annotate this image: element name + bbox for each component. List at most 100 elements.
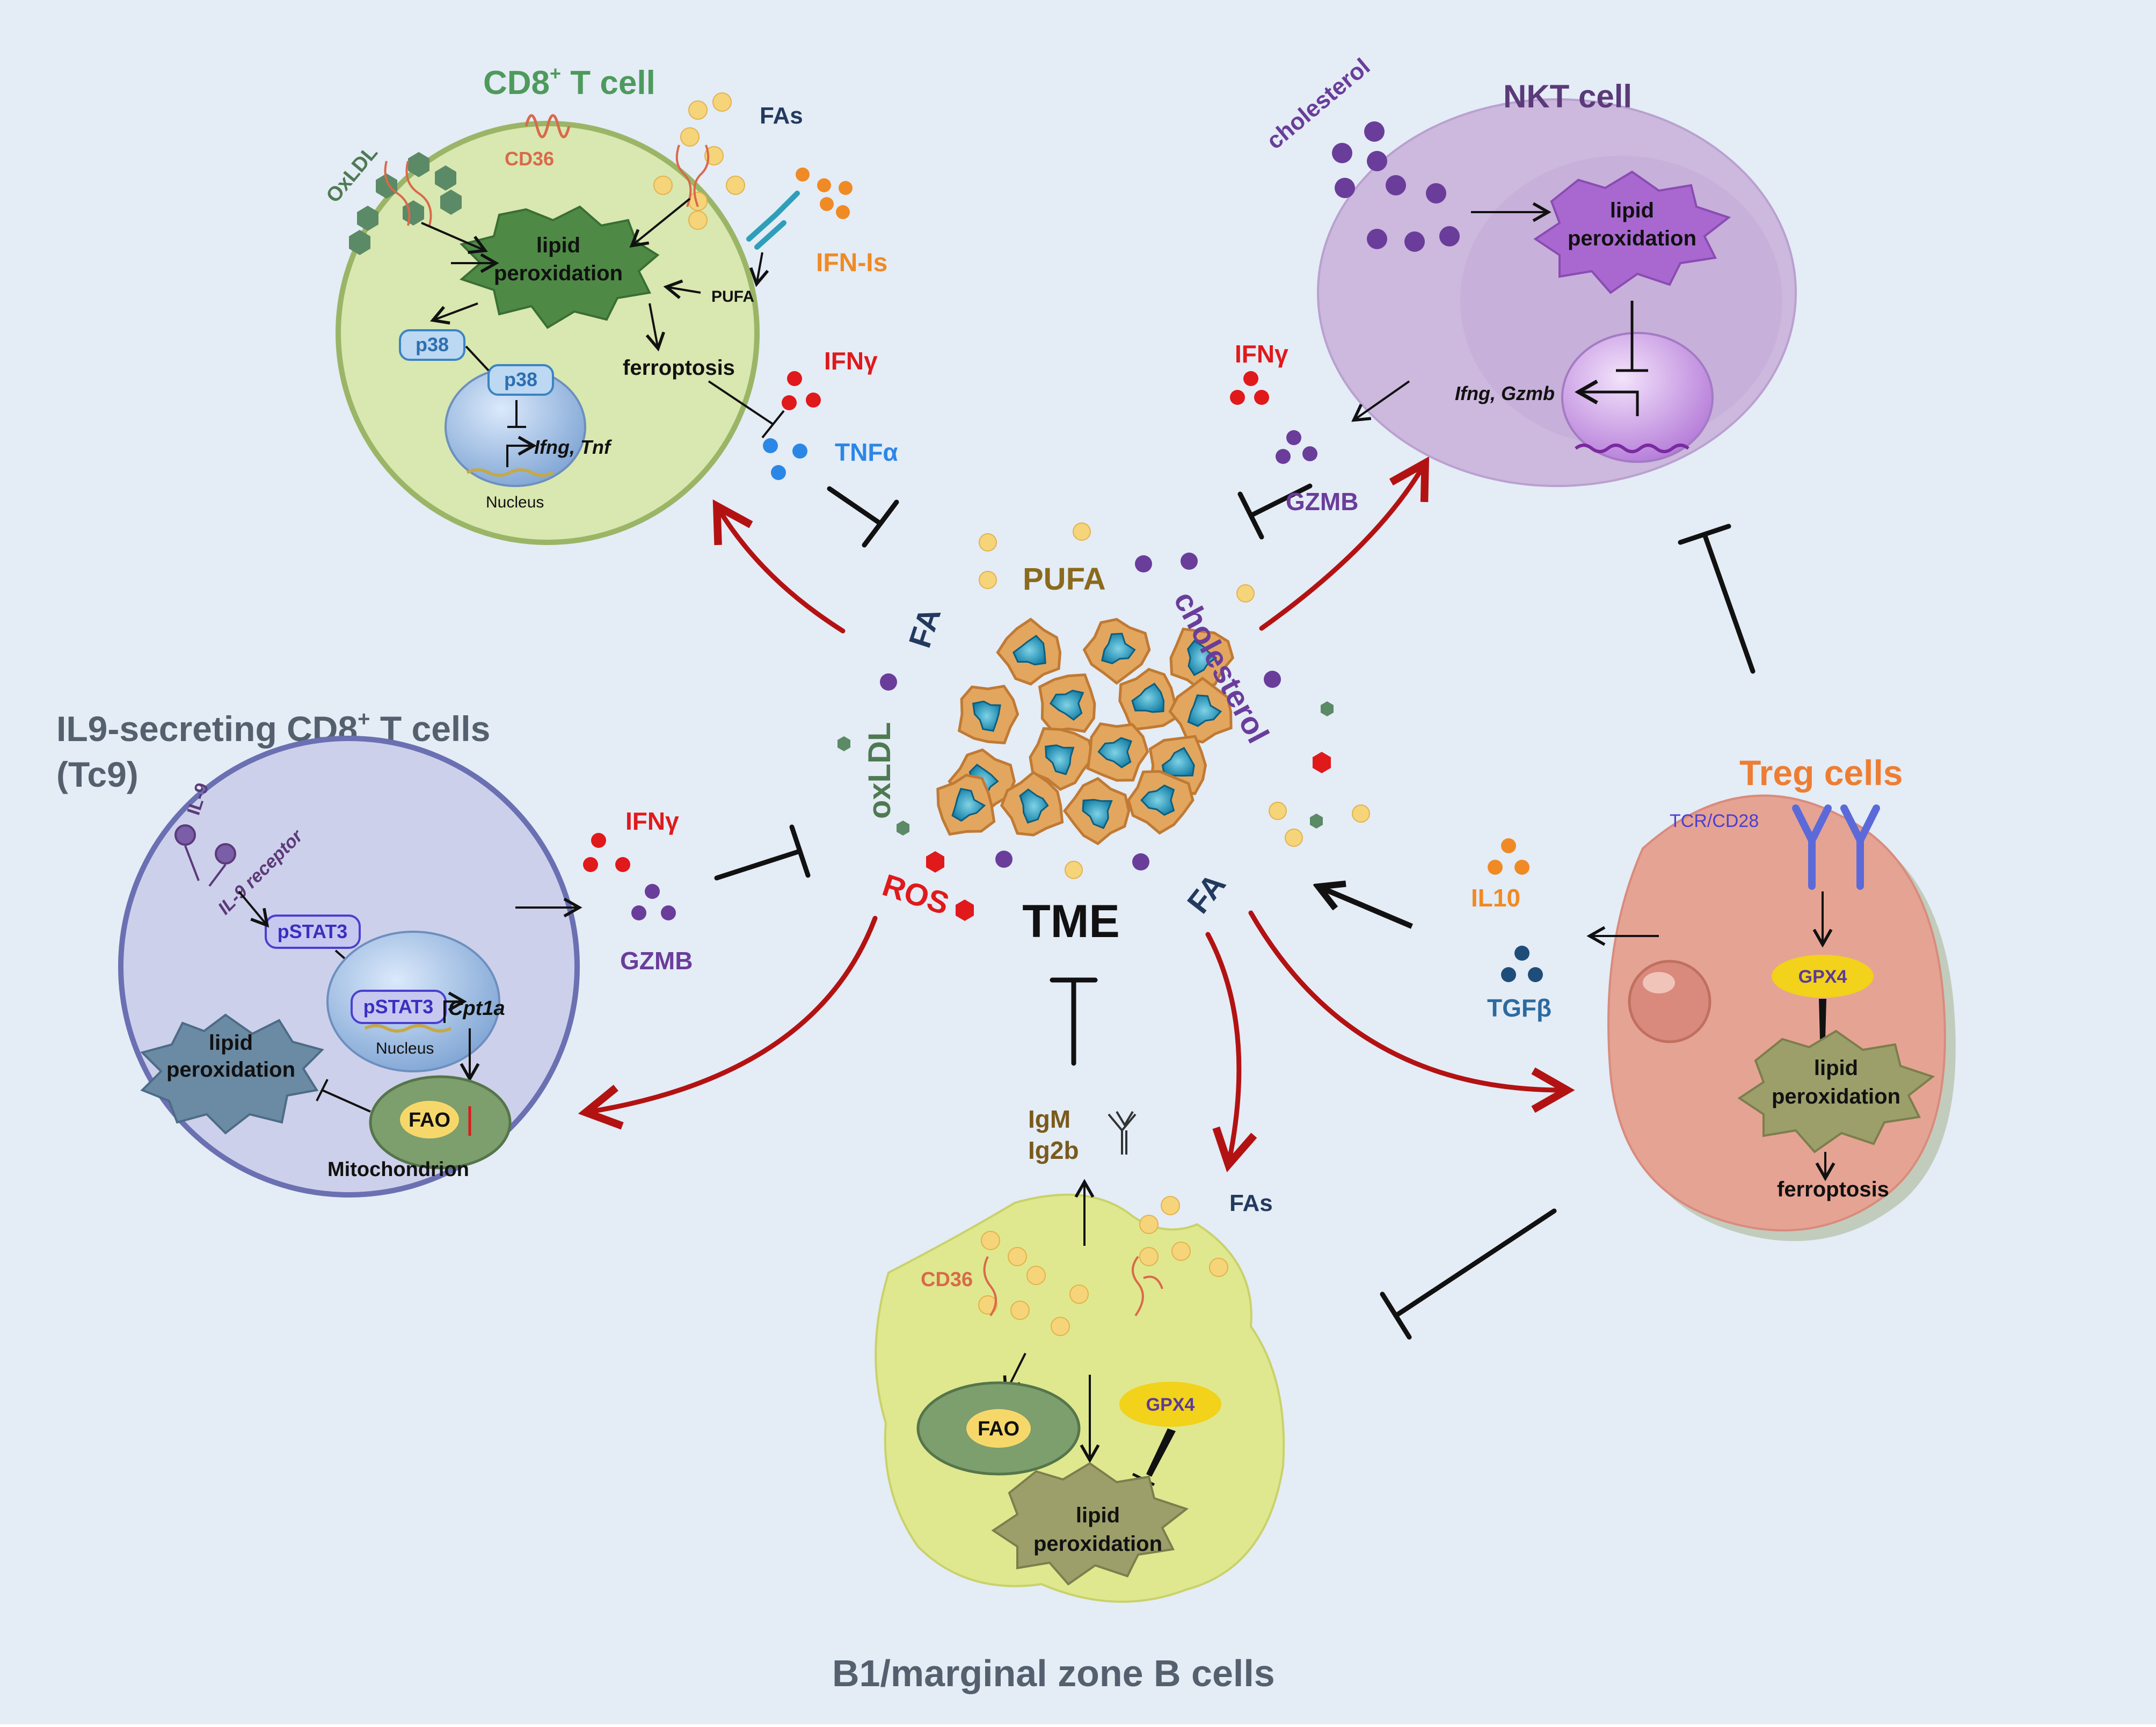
cd8-tnfa-label: TNFα [835, 438, 898, 466]
nkt-gzmb-dots [1276, 430, 1317, 464]
nkt-ifng-label: IFNγ [1235, 340, 1288, 368]
bcell-cd36-label: CD36 [921, 1268, 973, 1291]
cd8-pufa-label: PUFA [711, 288, 754, 306]
treg-tgfb-dots [1501, 946, 1543, 982]
arrow-tme-to-bcell [1205, 932, 1257, 1173]
b-cell: B1/marginal zone B cells IgM Ig2b FAs CD… [832, 1105, 1285, 1694]
il9-receptor-icon [174, 824, 236, 887]
nkt-title: NKT cell [1503, 78, 1632, 114]
inhibit-treg-to-nkt [1678, 524, 1756, 674]
treg-gpx4-oval [1772, 955, 1874, 998]
antibody-icon [1108, 1111, 1137, 1155]
cd8-ifng-label: IFNγ [824, 347, 878, 375]
treg-il10-label: IL10 [1471, 884, 1520, 912]
treg-tgfb-label: TGFβ [1487, 994, 1552, 1022]
tumor-cell-nucleus [1186, 640, 1218, 677]
p38-box-cyto [399, 329, 465, 361]
p38-label-cyto: p38 [416, 333, 449, 355]
cd8-lipid-label-2: peroxidation [494, 262, 623, 285]
fa-dots [653, 92, 745, 230]
tumor-cell-nucleus [972, 700, 1001, 732]
bcell-fao-label: FAO [978, 1418, 1019, 1440]
nkt-inhibit-line [1574, 301, 1648, 416]
treg-inhibit-wedge [1819, 999, 1826, 1039]
nkt-cholesterol-dots [1332, 121, 1460, 252]
bcell-ig2b-label: Ig2b [1028, 1136, 1079, 1164]
p38-arrows [465, 345, 537, 467]
pstat3-box-cyto [265, 915, 361, 949]
pstat3-label-nuc: pSTAT3 [363, 996, 434, 1018]
treg-il10-dots [1488, 838, 1529, 875]
bcell-inhibit-wedge [1146, 1428, 1176, 1477]
cd8-nucleus-label: Nucleus [486, 494, 544, 511]
inhibit-nkt-to-tme [1237, 483, 1313, 540]
tme-label: TME [1022, 896, 1120, 947]
cd8-lipid-label-1: lipid [536, 234, 580, 257]
bcell-fao-oval [966, 1409, 1031, 1448]
tumor-cell-nucleus [1049, 690, 1084, 721]
nkt-cell: NKT cell cholesterol lipid peroxidation … [1230, 53, 1797, 516]
tc9-title-line2: (Tc9) [56, 754, 139, 794]
tc9-mito-label: Mitochondrion [327, 1158, 469, 1181]
treg-title: Treg cells [1739, 753, 1903, 793]
tme-cluster: TME PUFA FA cholesterol oxLDL ROS FA [837, 523, 1370, 947]
tc9-ifng-dots [583, 833, 630, 872]
ifn-is-label: IFN-Is [816, 249, 887, 277]
red-arrows [578, 456, 1575, 1173]
tumor-cell-nucleus [1187, 694, 1222, 727]
bcell-gpx4-oval [1119, 1382, 1221, 1427]
tc9-fao-label: FAO [409, 1109, 450, 1131]
fas-label: FAs [760, 103, 803, 129]
bcell-fa-dots [978, 1196, 1228, 1336]
tc9-lipid-label-1: lipid [209, 1031, 253, 1055]
tumor-cell-nucleus [1012, 634, 1046, 666]
cd36-label: CD36 [505, 148, 554, 170]
p38-label-nuc: p38 [504, 368, 537, 390]
treg-organelle-shine [1643, 972, 1675, 993]
treg-organelle [1628, 960, 1711, 1043]
tumor-cell-nucleus [1097, 737, 1133, 768]
tc9-cpt1a-label: Cpt1a [448, 997, 505, 1020]
tc9-gzmb-dots [631, 884, 676, 920]
inhibit-treg-to-bcell [1380, 1208, 1557, 1340]
nkt-genes-label: Ifng, Gzmb [1455, 382, 1555, 404]
tc9-gene-arrow [443, 991, 467, 1023]
cd8-ferroptosis-label: ferroptosis [623, 356, 735, 380]
tumor-cell-nucleus [1161, 746, 1195, 777]
nkt-dna [1575, 444, 1689, 453]
tme-pufa-label: PUFA [1023, 562, 1106, 597]
bcell-lipid-label-1: lipid [1076, 1504, 1120, 1527]
tc9-dna [364, 1024, 452, 1033]
tumor-cells [936, 618, 1235, 846]
tc9-arrow-il9 [238, 890, 270, 928]
cd8-t-cell: CD8+ T cell CD36 OxLDL FAs [322, 62, 898, 545]
bcell-lipid-star [991, 1462, 1189, 1586]
tumor-cell-nucleus [1131, 683, 1165, 713]
ifn-receptor [746, 191, 800, 250]
bcell-title: B1/marginal zone B cells [832, 1652, 1275, 1694]
cd8-ifng-dots [782, 371, 821, 410]
tumor-cell-nucleus [1140, 784, 1175, 816]
bcell-igm-label: IgM [1028, 1105, 1070, 1133]
tumor-cell-nucleus [1019, 788, 1049, 824]
p38-box-nuc [487, 364, 554, 396]
fa-receptor [675, 144, 710, 207]
nkt-lipid-label-1: lipid [1610, 199, 1654, 222]
arrow-tme-to-cd8 [712, 499, 846, 634]
tc9-title-line1: IL9-secreting CD8+ T cells [56, 707, 490, 749]
treg-cell: Treg cells TCR/CD28 GPX4 lipid peroxidat… [1471, 753, 1956, 1242]
bcell-lipid-label-2: peroxidation [1033, 1532, 1162, 1556]
cd8-genes-label: Ifng, Tnf [534, 436, 612, 458]
arrow-tme-to-nkt [1259, 456, 1430, 631]
treg-lipid-star [1737, 1029, 1935, 1153]
bcell-gpx4-label: GPX4 [1146, 1395, 1195, 1415]
cd8-internal-arrows [421, 198, 785, 439]
tc9-lipid-label-2: peroxidation [166, 1058, 295, 1082]
tc9-inhibit-lipid [316, 1079, 371, 1113]
treg-lipid-label-1: lipid [1814, 1056, 1858, 1080]
tc9-ifng-label: IFNγ [625, 807, 679, 835]
tc9-fao-oval [400, 1101, 459, 1138]
inhibit-cd8-to-tme [827, 486, 899, 548]
cd36-receptor [525, 114, 571, 139]
